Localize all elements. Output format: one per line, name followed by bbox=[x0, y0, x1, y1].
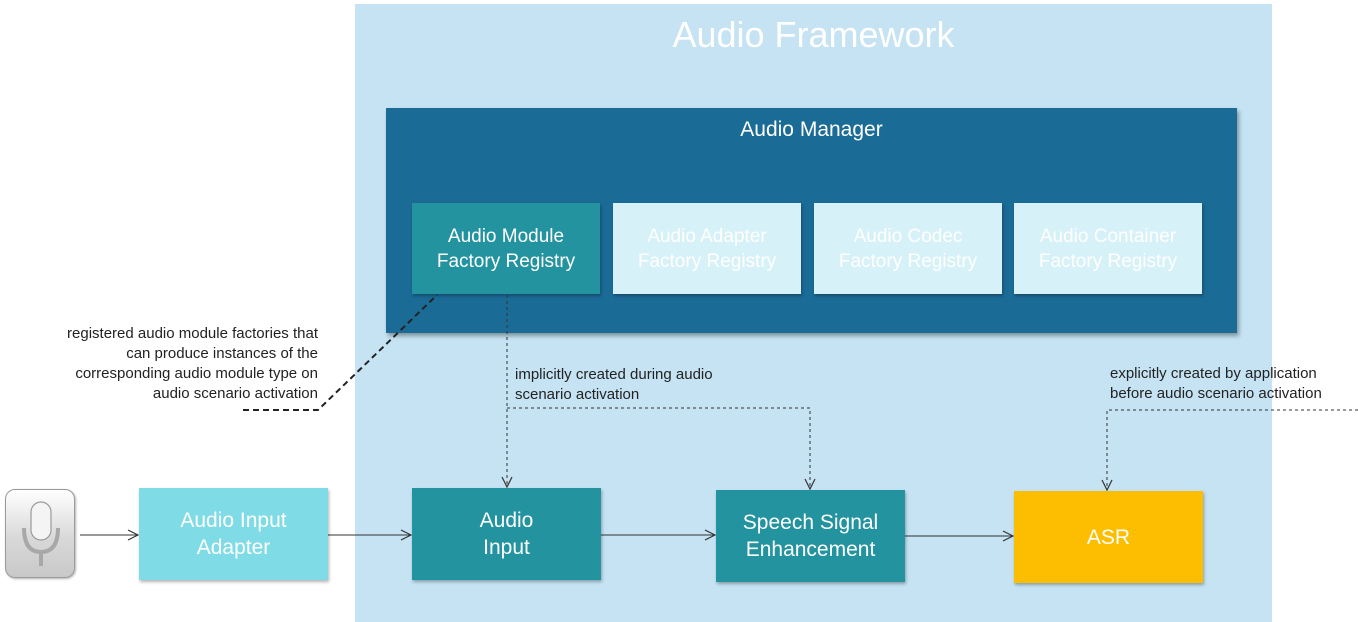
framework-title: Audio Framework bbox=[672, 14, 955, 55]
microphone-icon[interactable] bbox=[5, 489, 75, 578]
registry-label: Audio Container Factory Registry bbox=[1038, 225, 1178, 272]
audio-codec-factory-registry[interactable]: Audio Codec Factory Registry bbox=[814, 203, 1002, 294]
registry-label: Audio Adapter Factory Registry bbox=[637, 225, 777, 272]
audio-container-factory-registry[interactable]: Audio Container Factory Registry bbox=[1014, 203, 1202, 294]
block-label: Audio Input Adapter bbox=[180, 509, 287, 559]
microphone-glyph bbox=[22, 501, 60, 566]
explicit-creation-note: explicitly created by application before… bbox=[1110, 365, 1322, 402]
audio-adapter-factory-registry[interactable]: Audio Adapter Factory Registry bbox=[613, 203, 801, 294]
speech-signal-enhancement-block[interactable]: Speech Signal Enhancement bbox=[716, 490, 905, 582]
registry-note: registered audio module factories that c… bbox=[67, 325, 318, 402]
application-to-asr-dashed-arrow bbox=[1107, 409, 1358, 490]
asr-block[interactable]: ASR bbox=[1014, 491, 1203, 583]
implicit-creation-note: implicitly created during audio scenario… bbox=[515, 366, 713, 403]
block-label: Speech Signal Enhancement bbox=[742, 511, 879, 561]
block-label: ASR bbox=[1086, 525, 1131, 549]
audio-module-factory-registry[interactable]: Audio Module Factory Registry bbox=[412, 203, 600, 294]
registry-label: Audio Module Factory Registry bbox=[436, 225, 576, 272]
block-label: Audio Input bbox=[479, 509, 534, 559]
audio-input-adapter-block[interactable]: Audio Input Adapter bbox=[139, 488, 328, 580]
audio-manager-title: Audio Manager bbox=[740, 118, 883, 141]
registry-label: Audio Codec Factory Registry bbox=[838, 225, 978, 272]
registry-to-sse-dashed-arrow bbox=[507, 407, 810, 489]
audio-input-block[interactable]: Audio Input bbox=[412, 488, 601, 580]
registry-note-leader bbox=[243, 294, 438, 411]
